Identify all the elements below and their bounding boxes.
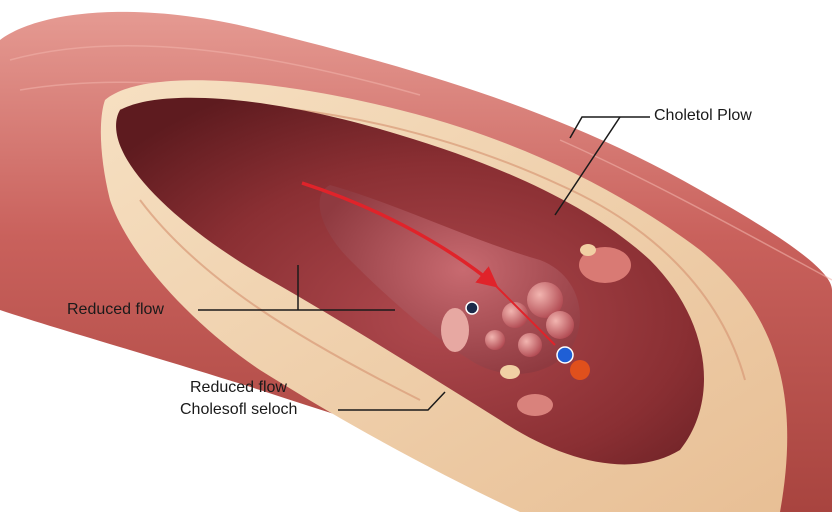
label-bottom-line2: Cholesofl seloch (180, 401, 298, 418)
plaque-nodule (517, 394, 553, 416)
label-top-right: Choletol Plow (654, 107, 752, 124)
leader-line-bottom (338, 391, 446, 411)
flow-arrow (301, 181, 499, 288)
plaque-nodule (485, 330, 505, 350)
label-left: Reduced flow (67, 301, 164, 318)
cholesterol-deposit (580, 244, 596, 256)
plaque-nodule (527, 282, 563, 318)
flow-arrow-tail (494, 284, 556, 346)
cholesterol-deposit (500, 365, 520, 379)
plaque-nodule (579, 247, 631, 283)
leader-line-top-right (569, 116, 650, 139)
orange-marker (570, 360, 590, 380)
dark-marker (465, 301, 479, 315)
label-bottom-line1: Reduced flow (190, 379, 287, 396)
leader-line-top-right-pointer (554, 116, 621, 216)
blue-marker (556, 346, 574, 364)
plaque-nodule (441, 308, 469, 352)
plaque-nodule (502, 302, 528, 328)
plaque-nodule (546, 311, 574, 339)
plaque-nodule (518, 333, 542, 357)
